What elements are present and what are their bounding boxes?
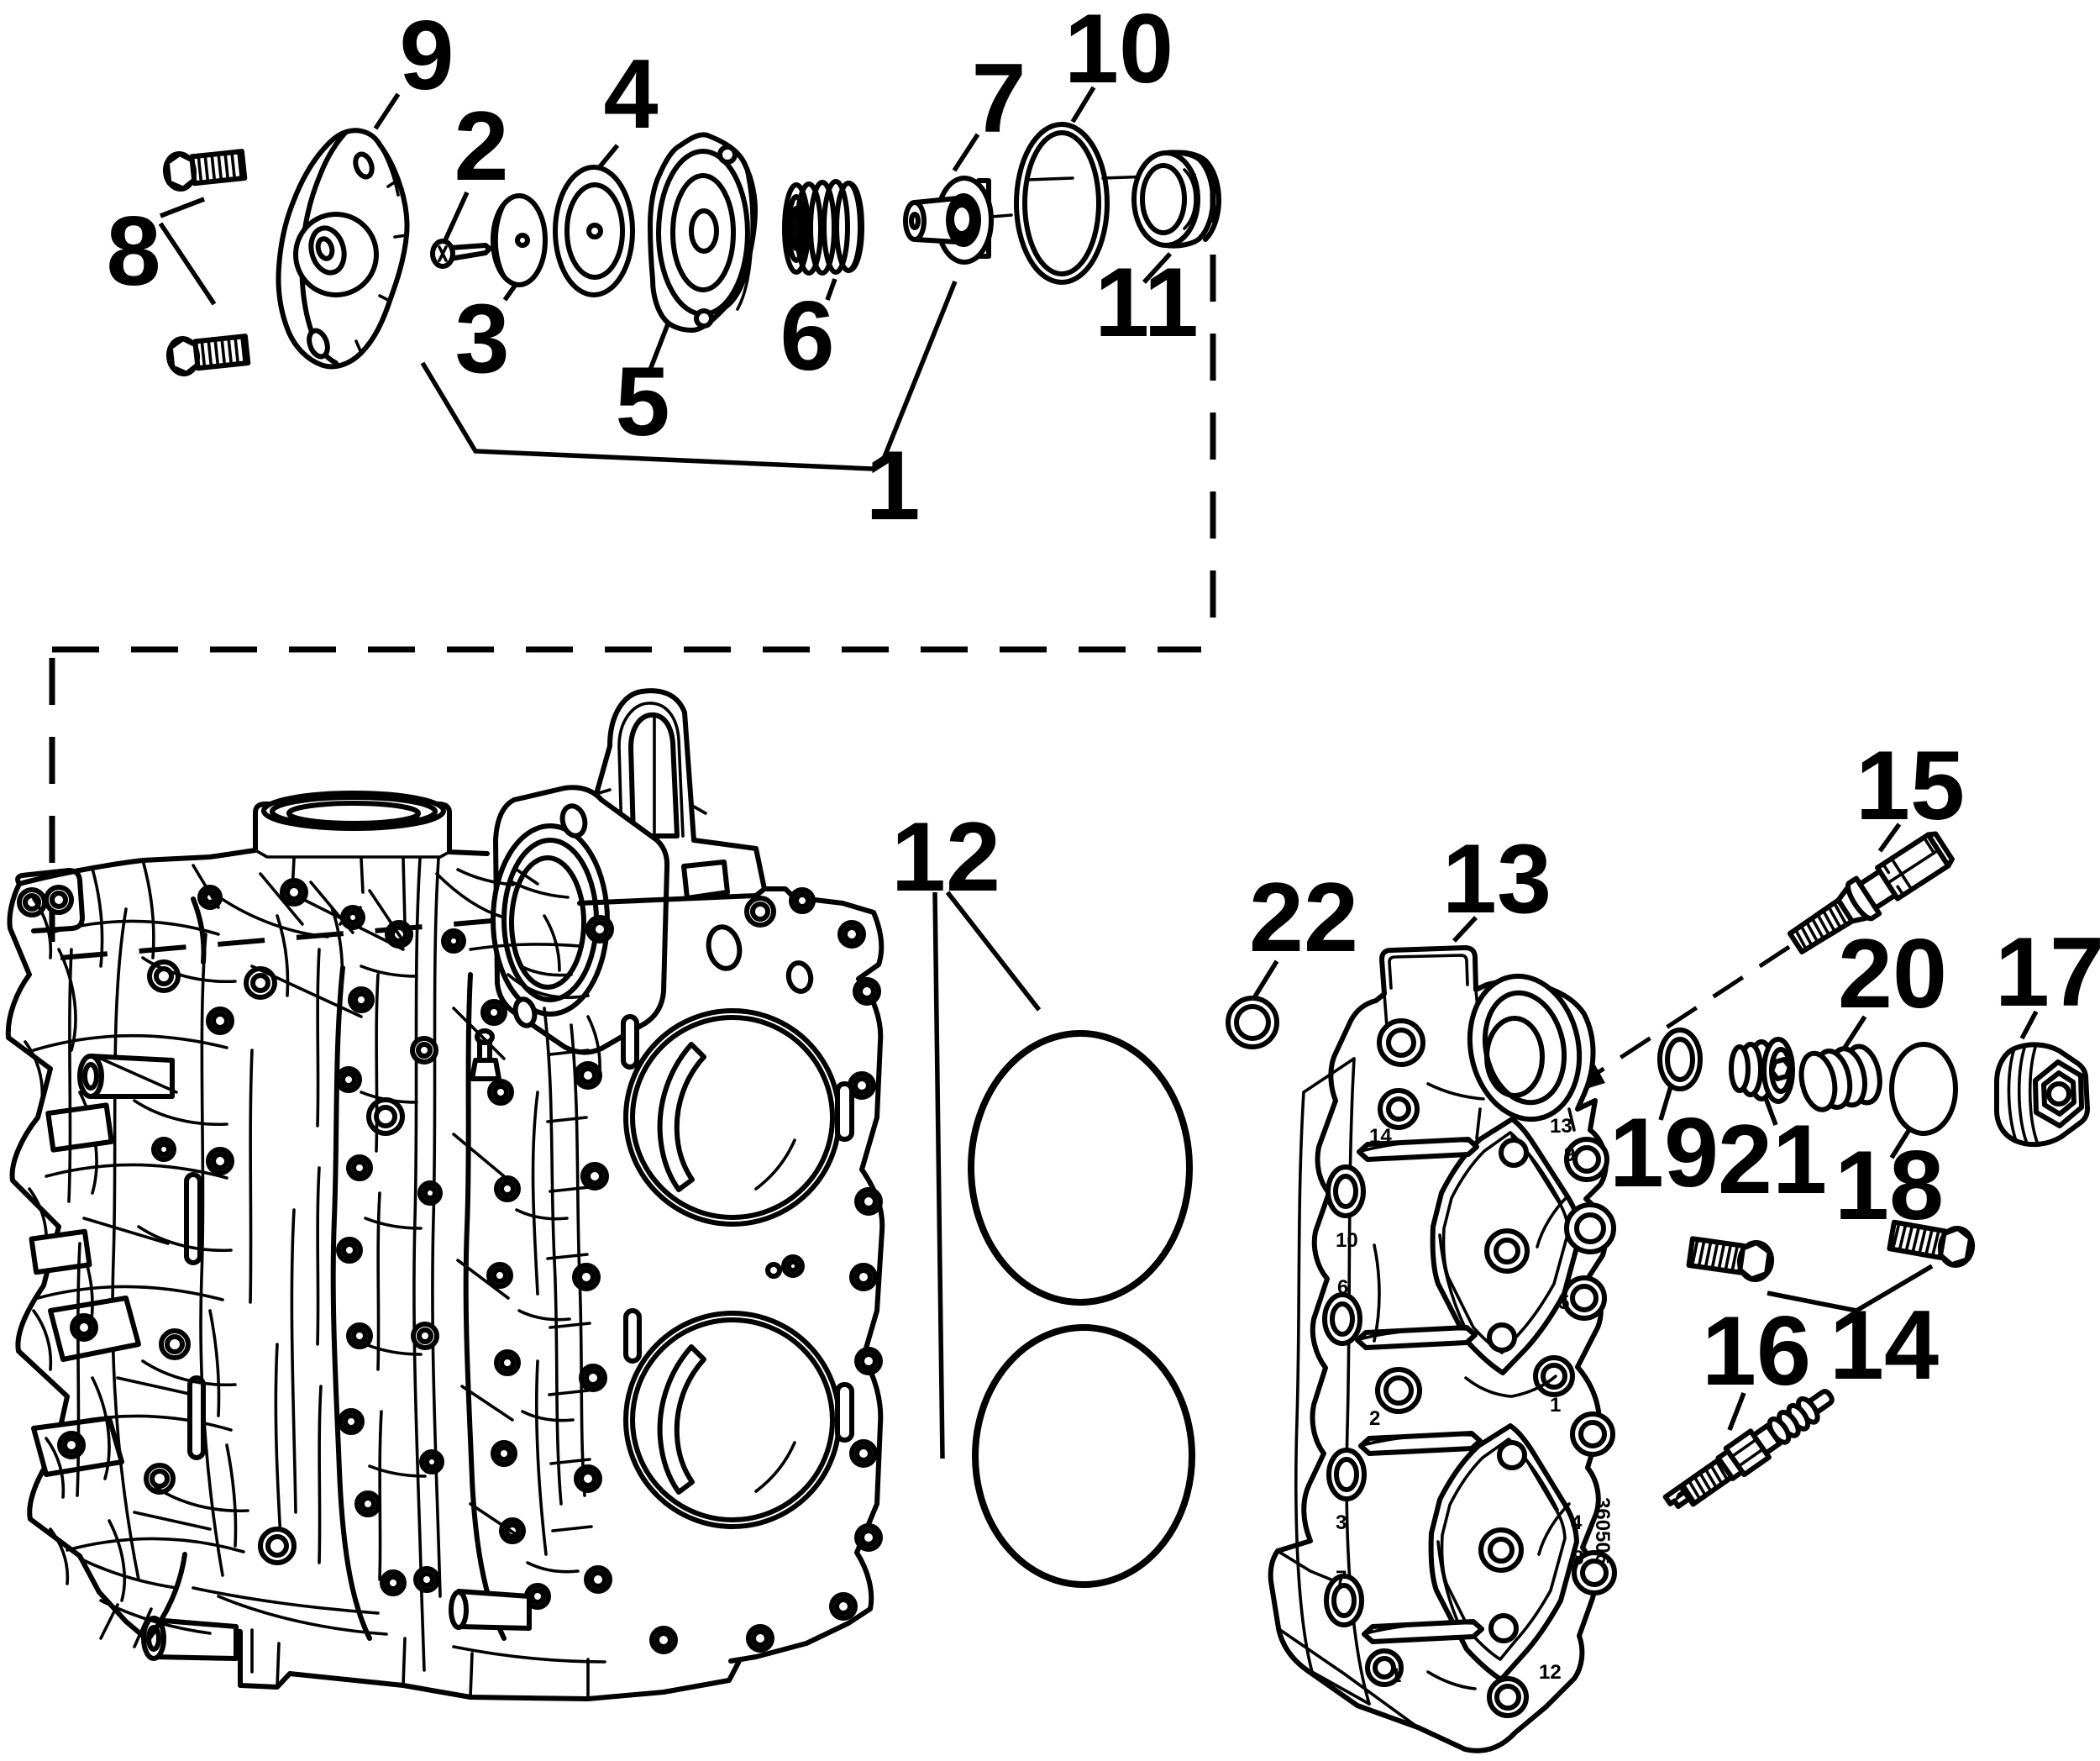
svg-text:9: 9 [1564, 1143, 1575, 1166]
svg-text:8: 8 [106, 196, 160, 306]
svg-text:22: 22 [1249, 862, 1358, 972]
svg-text:4: 4 [603, 39, 658, 149]
svg-text:10: 10 [1336, 1229, 1358, 1252]
svg-text:360506: 360506 [1591, 1497, 1614, 1564]
svg-text:2: 2 [454, 91, 508, 201]
svg-text:8: 8 [1572, 1547, 1583, 1569]
svg-text:15: 15 [1856, 730, 1965, 840]
svg-text:7: 7 [971, 43, 1026, 153]
svg-text:13: 13 [1442, 823, 1551, 933]
svg-text:1: 1 [1550, 1394, 1561, 1417]
svg-text:18: 18 [1835, 1130, 1944, 1240]
svg-text:6: 6 [1337, 1276, 1348, 1299]
svg-text:2: 2 [1369, 1407, 1380, 1430]
svg-text:5: 5 [1558, 1291, 1569, 1314]
svg-text:1: 1 [865, 430, 920, 540]
svg-text:1: 1 [1390, 1664, 1401, 1687]
svg-text:12: 12 [1539, 1661, 1562, 1684]
svg-text:14: 14 [1830, 1290, 1939, 1400]
svg-text:10: 10 [1064, 0, 1173, 103]
svg-text:5: 5 [615, 346, 669, 456]
svg-text:7: 7 [1336, 1567, 1347, 1590]
svg-text:20: 20 [1838, 918, 1947, 1028]
svg-text:17: 17 [1995, 917, 2100, 1027]
svg-text:12: 12 [891, 802, 1000, 912]
svg-text:9: 9 [399, 0, 454, 110]
svg-text:11: 11 [1095, 247, 1199, 357]
svg-text:4: 4 [1571, 1511, 1583, 1534]
svg-text:13: 13 [1550, 1115, 1572, 1138]
svg-text:3: 3 [454, 283, 509, 393]
svg-text:16: 16 [1702, 1296, 1811, 1406]
svg-text:3: 3 [1336, 1511, 1347, 1534]
